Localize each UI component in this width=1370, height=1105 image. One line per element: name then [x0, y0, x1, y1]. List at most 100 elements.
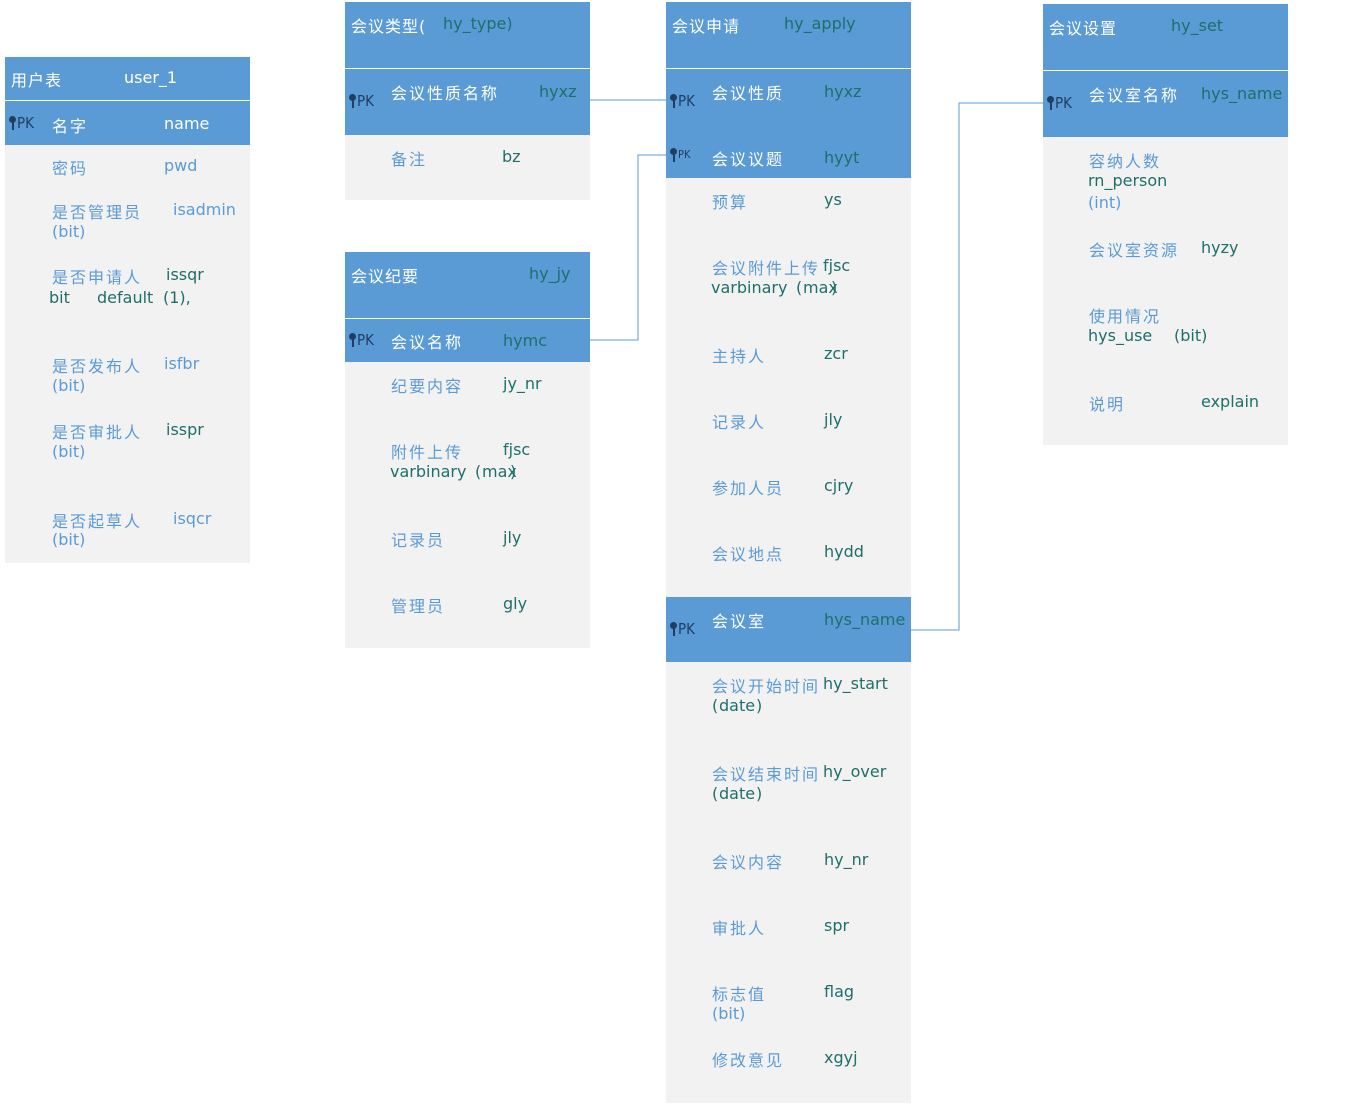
field-type-paren: ( [712, 784, 719, 803]
field-en: fjsc [503, 440, 531, 459]
field-cn: 使用情况 [1089, 307, 1162, 326]
field-type: bit [49, 288, 70, 307]
field-cn: 是否发布人 [52, 357, 143, 376]
pk-key-icon: PK [1047, 94, 1072, 112]
field-en: isspr [166, 420, 204, 439]
field-type-paren: ) [510, 462, 517, 481]
field-cn: 会议附件上传 [712, 259, 821, 278]
field-en: hys_name [1201, 84, 1283, 103]
field-cn: 标志值 [712, 985, 767, 1004]
field-en: cjry [824, 476, 854, 495]
table-title-en: hy_type) [443, 14, 513, 33]
field-en: pwd [164, 156, 198, 175]
field-en: explain [1201, 392, 1260, 411]
field-type: (bit) [52, 376, 86, 395]
table-header: 用户表 user_1 [5, 57, 250, 101]
field-type-max: max [482, 462, 517, 481]
field-en: jly [503, 528, 522, 547]
table-title-cn: 会议类型( [351, 17, 427, 36]
field-en: hydd [824, 542, 864, 561]
field-type: (bit) [52, 222, 86, 241]
table-title-en: hy_jy [529, 264, 571, 283]
connector-apply-hyset [911, 102, 1043, 631]
pk-row: PK 会议名称 hymc [345, 319, 590, 362]
field-cn: 是否起草人 [52, 512, 143, 531]
field-cn: 会议室名称 [1089, 86, 1180, 105]
field-en: name [164, 114, 210, 133]
table-title-en: hy_set [1171, 16, 1224, 35]
table-hy-jy: 会议纪要 hy_jy PK 会议名称 hymc 纪要内容 jy_nr 附件上传 … [345, 252, 590, 648]
pk-row: PK 名字 name [5, 101, 250, 145]
field-en: hyyt [824, 148, 860, 167]
pk-key-icon: PK [349, 331, 374, 349]
field-cn: 参加人员 [712, 479, 785, 498]
field-cn: 纪要内容 [391, 377, 464, 396]
field-en: spr [824, 916, 850, 935]
field-en: isqcr [173, 509, 212, 528]
field-cn: 是否管理员 [52, 203, 143, 222]
field-cn: 备注 [391, 150, 428, 169]
field-type: date [719, 696, 756, 715]
field-en: hyzy [1201, 238, 1239, 257]
pk-row: PK 会议性质 hyxz [666, 69, 911, 135]
field-type: (bit) [52, 530, 86, 549]
field-en: hy_over [823, 762, 887, 781]
pk-key-icon: PK [670, 92, 695, 110]
field-cn: 预算 [712, 193, 749, 212]
table-title-en: hy_apply [784, 14, 856, 33]
table-hy-set: 会议设置 hy_set PK 会议室名称 hys_name 容纳人数 rn_pe… [1043, 4, 1288, 445]
field-type: (int) [1088, 193, 1122, 212]
pk-row: PK 会议室 hys_name [666, 597, 911, 662]
field-type: varbinary [390, 462, 467, 481]
table-title-cn: 会议设置 [1049, 19, 1118, 38]
field-type: varbinary [711, 278, 788, 297]
field-type: date [719, 784, 756, 803]
table-title-cn: 会议纪要 [351, 267, 420, 286]
table-header: 会议设置 hy_set [1043, 4, 1288, 71]
field-en: jy_nr [503, 374, 542, 393]
field-cn: 是否审批人 [52, 423, 143, 442]
field-type-default: default [97, 288, 154, 307]
table-user: 用户表 user_1 PK 名字 name 密码 pwd 是否管理员 isadm… [5, 57, 250, 563]
field-en: flag [824, 982, 855, 1001]
field-cn: 容纳人数 [1089, 152, 1162, 171]
field-cn: 管理员 [391, 597, 446, 616]
field-cn: 会议室 [712, 612, 767, 631]
field-cn: 会议结束时间 [712, 765, 821, 784]
field-en: zcr [824, 344, 848, 363]
connector-hyjy-apply [590, 154, 666, 341]
table-header: 会议类型( hy_type) [345, 2, 590, 69]
field-en: rn_person [1088, 171, 1168, 190]
field-cn: 说明 [1089, 395, 1126, 414]
field-type-paren: ) [756, 696, 763, 715]
field-en: bz [502, 147, 521, 166]
field-type-value: (1), [163, 288, 191, 307]
table-header: 会议纪要 hy_jy [345, 252, 590, 319]
field-cn: 是否申请人 [52, 268, 143, 287]
table-title-cn: 用户表 [11, 71, 63, 90]
field-cn: 会议性质名称 [391, 84, 500, 103]
field-type-paren: ) [831, 278, 838, 297]
field-cn: 会议地点 [712, 545, 785, 564]
field-en: hymc [503, 331, 547, 350]
field-cn: 会议内容 [712, 853, 785, 872]
field-en: fjsc [823, 256, 851, 275]
field-en: issqr [166, 265, 204, 284]
field-en: hyxz [539, 82, 577, 101]
pk-key-icon: PK [670, 620, 695, 638]
pk-key-icon: PK [9, 114, 34, 132]
pk-row: PK 会议性质名称 hyxz [345, 69, 590, 135]
table-hy-type: 会议类型( hy_type) PK 会议性质名称 hyxz 备注 bz [345, 2, 590, 200]
field-type: (bit) [712, 1004, 746, 1023]
field-cn: 会议性质 [712, 84, 785, 103]
field-type-paren: ( [712, 696, 719, 715]
field-cn: 主持人 [712, 347, 767, 366]
field-en: gly [503, 594, 528, 613]
field-type: (bit) [1174, 326, 1208, 345]
table-title-en: user_1 [124, 68, 178, 87]
field-cn: 审批人 [712, 919, 767, 938]
field-en: hys_name [824, 610, 906, 629]
table-title-cn: 会议申请 [672, 17, 741, 36]
field-type-paren: ( [475, 462, 482, 481]
field-cn: 密码 [52, 159, 89, 178]
